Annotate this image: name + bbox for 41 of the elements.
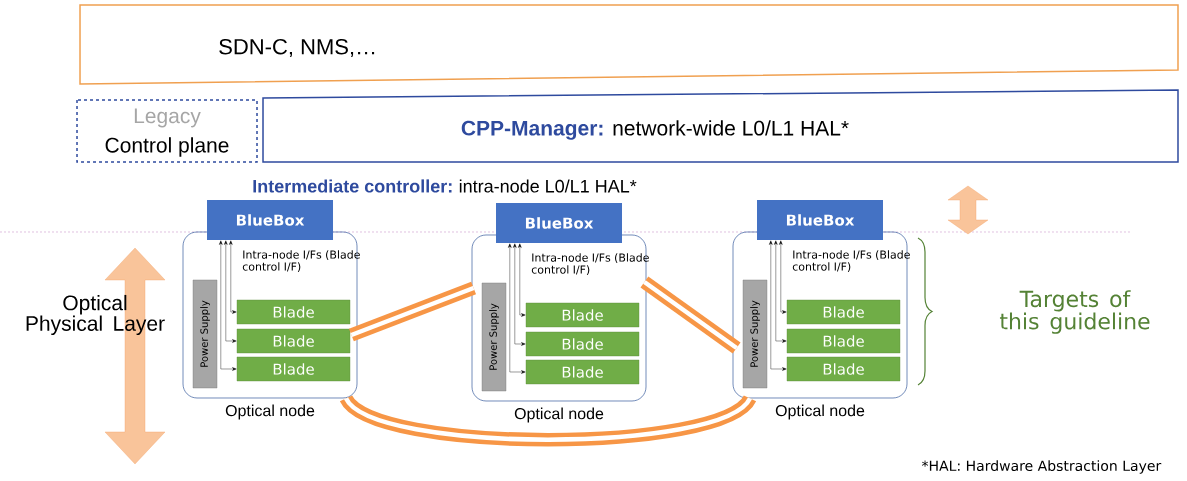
blade-box: Blade bbox=[236, 356, 351, 382]
arrow bbox=[219, 240, 237, 371]
blade-box: Blade bbox=[525, 331, 640, 357]
interface-label: Intra-node I/Fs (Blade control I/F) bbox=[792, 250, 910, 272]
control-plane-box: Legacy Control plane bbox=[76, 99, 258, 163]
arrow bbox=[774, 240, 787, 343]
arrow bbox=[779, 240, 787, 314]
controller-box: BlueBox bbox=[207, 200, 333, 240]
power-supply: Power Supply bbox=[481, 282, 507, 392]
manager-box: CPP-Manager: network-wide L0/L1 HAL* bbox=[262, 89, 1179, 163]
arrow bbox=[518, 243, 526, 317]
footnote: *HAL: Hardware Abstraction Layer bbox=[921, 460, 1162, 474]
power-supply: Power Supply bbox=[742, 279, 768, 389]
fiber-link bbox=[348, 281, 477, 342]
blade-box: Blade bbox=[786, 328, 901, 354]
arrow bbox=[229, 240, 237, 314]
controller-label: Intermediate controller: bbox=[253, 179, 452, 193]
arrow bbox=[513, 243, 526, 346]
interface-label: Intra-node I/Fs (Blade control I/F) bbox=[242, 250, 360, 272]
node-caption: Optical node bbox=[225, 404, 315, 420]
blade-box: Blade bbox=[786, 356, 901, 382]
target-label: Targets of this guideline bbox=[999, 290, 1150, 334]
application-box: SDN-C, NMS,… bbox=[79, 4, 1179, 85]
arrow bbox=[769, 240, 787, 371]
power-supply: Power Supply bbox=[192, 279, 218, 389]
interface-label: Intra-node I/Fs (Blade control I/F) bbox=[531, 253, 649, 275]
controller-label: intra-node L0/L1 HAL* bbox=[459, 179, 637, 193]
blade-box: Blade bbox=[525, 359, 640, 385]
controller-box: BlueBox bbox=[757, 200, 883, 240]
fiber-link bbox=[341, 393, 755, 447]
blade-box: Blade bbox=[236, 328, 351, 354]
node-caption: Optical node bbox=[775, 404, 865, 420]
layer-label: Optical Physical Layer bbox=[26, 294, 165, 336]
node-caption: Optical node bbox=[514, 407, 604, 423]
arrow bbox=[224, 240, 237, 343]
arrow bbox=[508, 243, 526, 374]
controller-box: BlueBox bbox=[496, 203, 622, 243]
fiber-link bbox=[640, 276, 741, 354]
blade-box: Blade bbox=[236, 299, 351, 325]
blade-box: Blade bbox=[786, 299, 901, 325]
blade-box: Blade bbox=[525, 302, 640, 328]
